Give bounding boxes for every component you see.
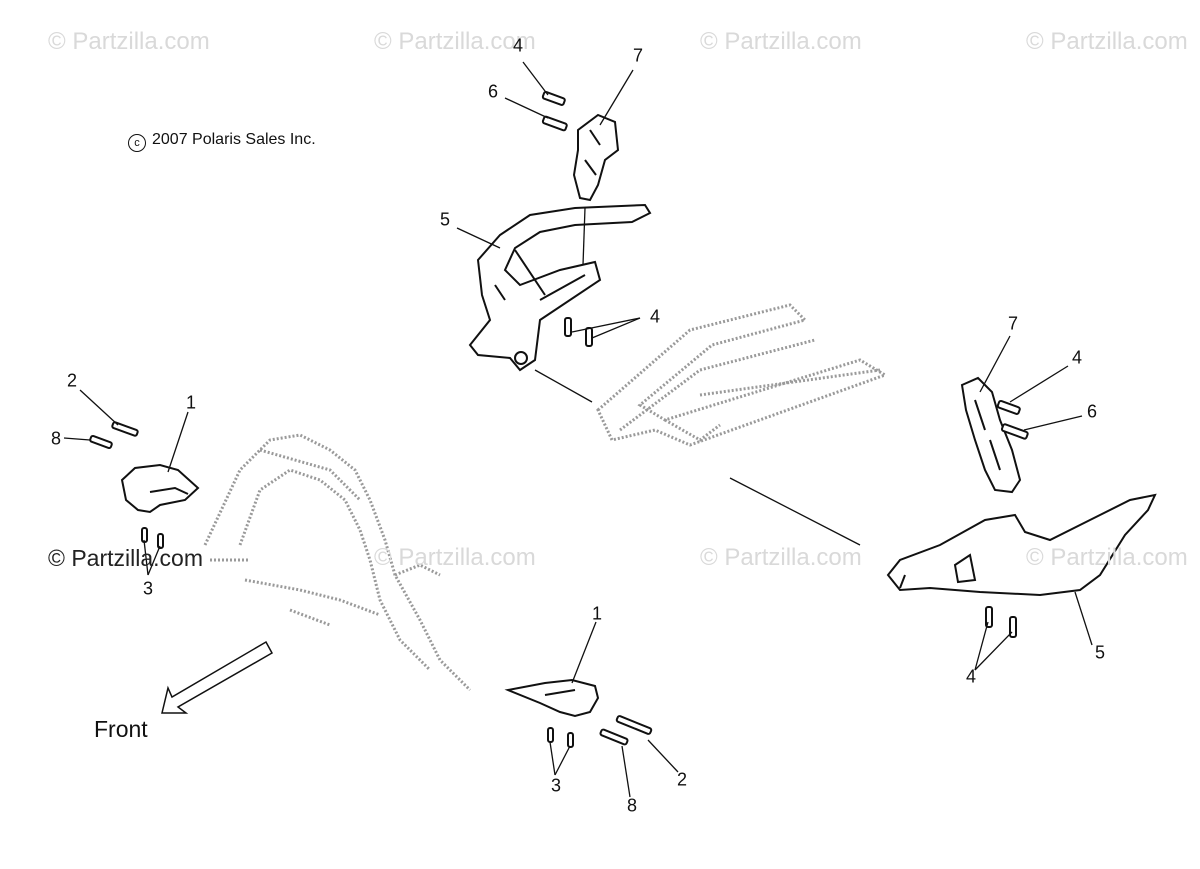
swing-arm-ghost [596,303,889,447]
part-7-lower-bracket [960,376,1022,494]
callout-label: 5 [439,209,451,230]
watermark-dark: © Partzilla.com [48,545,203,571]
callout-label: 7 [632,45,644,66]
front-direction-arrow [161,640,274,714]
callout-label: 2 [66,370,78,391]
callout-label: 1 [591,603,603,624]
part-5-upper-handle [468,203,652,372]
fasteners [89,90,1029,748]
watermark: © Partzilla.com [374,544,536,571]
part-1-lower-cover [504,678,600,718]
callout-label: 3 [142,578,154,599]
callout-label: 4 [965,666,977,687]
callout-label: 8 [50,428,62,449]
callout-label: 8 [626,795,638,816]
watermark: © Partzilla.com [700,544,862,571]
part-7-upper-bracket [572,113,620,202]
watermark: © Partzilla.com [48,28,210,55]
callout-label: 6 [487,81,499,102]
callout-label: 3 [550,775,562,796]
callout-label: 7 [1007,313,1019,334]
callout-label: 4 [649,306,661,327]
callout-label: 2 [676,769,688,790]
leader-lines [63,61,1093,798]
part-5-lower-handle [886,493,1157,597]
copyright-notice: c 2007 Polaris Sales Inc. [128,131,316,152]
callout-label: 4 [512,35,524,56]
callout-label: 6 [1086,401,1098,422]
watermark: © Partzilla.com [1026,544,1188,571]
watermark: © Partzilla.com [374,28,536,55]
frame-ghost [203,433,472,692]
copyright-symbol: c [128,134,146,152]
copyright-text: 2007 Polaris Sales Inc. [152,131,316,148]
part-1-left-cover [120,463,200,514]
watermark: © Partzilla.com [1026,28,1188,55]
front-label: Front [94,716,148,742]
callout-label: 1 [185,392,197,413]
callout-label: 4 [1071,347,1083,368]
callout-label: 5 [1094,642,1106,663]
watermark: © Partzilla.com [700,28,862,55]
